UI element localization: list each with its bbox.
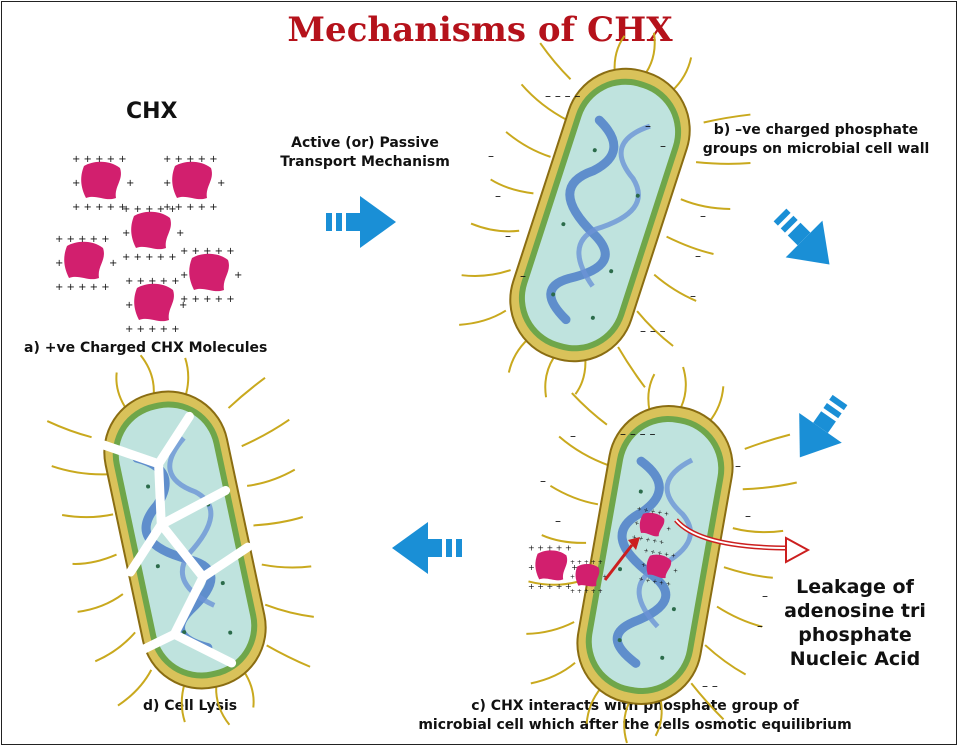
svg-text:–: – [555, 514, 561, 528]
chx-label: CHX [126, 99, 178, 124]
svg-text:–: – [645, 119, 651, 133]
leakage-label: Leakage of adenosine tri phosphate Nucle… [784, 576, 926, 670]
chx-molecule [125, 276, 188, 335]
step-c-label: c) CHX interacts with phosphate group of… [418, 698, 852, 733]
svg-text:–: – [700, 209, 706, 223]
negative-charges: – – – ––– ––– ––– – – –– [488, 89, 706, 338]
entry-arrowhead-icon [628, 537, 640, 550]
chx-molecule [180, 246, 243, 305]
chx-molecule [570, 559, 608, 595]
svg-text:–: – [488, 149, 494, 163]
svg-text:–: – [762, 589, 768, 603]
svg-text:–: – [570, 429, 576, 443]
svg-text:– – – –: – – – – [620, 427, 655, 441]
chx-molecule [55, 234, 118, 293]
chx-molecule [528, 543, 578, 591]
svg-text:–: – [540, 474, 546, 488]
arrow-right-icon [326, 196, 396, 248]
bacterium-cell [427, 0, 779, 435]
step-a-label: a) +ve Charged CHX Molecules [24, 340, 268, 356]
svg-text:– –: – – [702, 679, 718, 693]
svg-text:– – – –: – – – – [545, 89, 580, 103]
svg-text:–: – [495, 189, 501, 203]
entry-arrow [603, 544, 634, 581]
transport-label: Active (or) Passive Transport Mechanism [280, 135, 450, 170]
arrow-down-right-icon [761, 196, 848, 283]
svg-text:– – –: – – – [640, 324, 666, 338]
svg-text:–: – [520, 269, 526, 283]
lysed-bacterium [28, 328, 349, 748]
svg-text:–: – [757, 619, 763, 633]
leakage-arrowhead-icon [785, 536, 811, 564]
figure-title: Mechanisms of CHX [287, 10, 673, 50]
svg-text:–: – [690, 289, 696, 303]
negative-charges: – – – – – – – – – – – – – [540, 427, 768, 693]
svg-text:–: – [695, 249, 701, 263]
step-b-label: b) –ve charged phosphate groups on micro… [702, 122, 930, 157]
svg-text:–: – [735, 459, 741, 473]
svg-text:–: – [505, 229, 511, 243]
svg-text:–: – [660, 139, 666, 153]
step-d-label: d) Cell Lysis [143, 698, 238, 714]
arrow-down-left-icon [778, 385, 862, 473]
arrow-left-icon [392, 522, 462, 574]
svg-text:–: – [745, 509, 751, 523]
chx-molecule [122, 204, 185, 263]
